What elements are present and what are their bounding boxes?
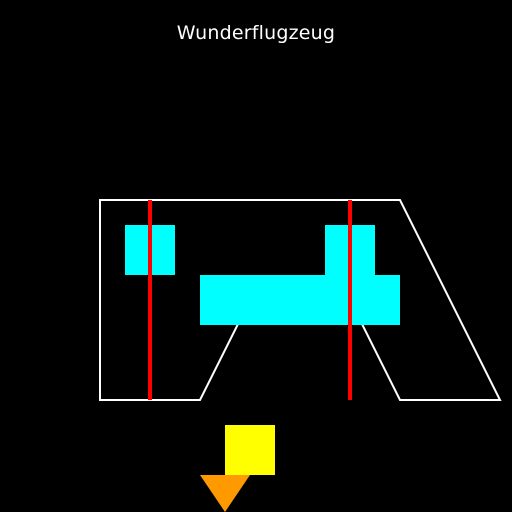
- game-title: Wunderflugzeug: [176, 22, 336, 44]
- laser-beam-right: [348, 200, 352, 400]
- cyan-block-bar: [200, 275, 400, 325]
- player-ship[interactable]: [225, 425, 275, 475]
- laser-beam-left: [148, 200, 152, 400]
- thruster-flame: [200, 475, 250, 512]
